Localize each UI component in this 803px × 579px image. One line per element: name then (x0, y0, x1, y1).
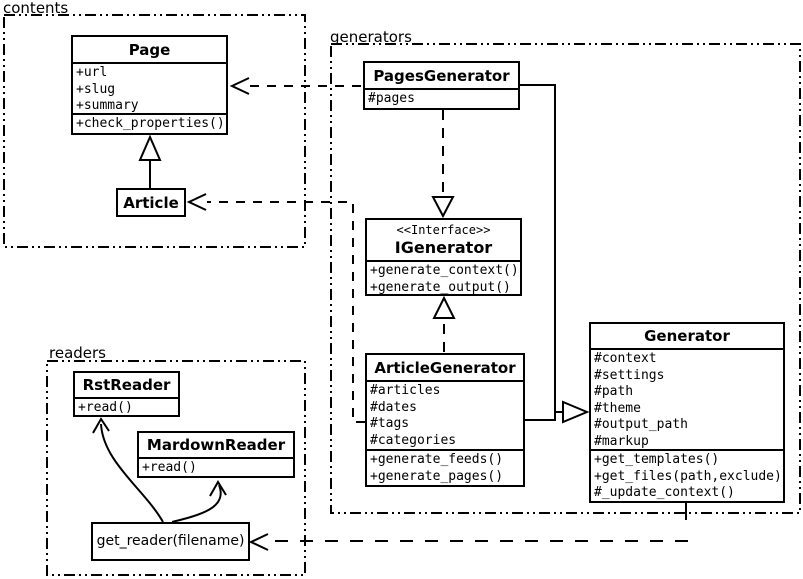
class-pagesgenerator-attributes: #pages (365, 90, 518, 108)
class-pagesgenerator-title: PagesGenerator (365, 63, 518, 90)
attribute: #tags (370, 416, 410, 431)
class-generator-title: Generator (591, 324, 783, 350)
open-arrowhead-icon (248, 533, 269, 551)
method: +generate_pages() (370, 468, 504, 484)
attribute: +summary (76, 98, 139, 113)
attribute: #categories (370, 432, 457, 448)
class-markdownreader-title: MardownReader (139, 433, 293, 459)
realization-triangle-icon (432, 295, 456, 319)
class-igenerator-methods: +generate_context() +generate_output() (367, 262, 520, 294)
class-generator-methods: +get_templates() +get_files(path,exclude… (591, 451, 783, 501)
class-page-title: Page (73, 37, 226, 64)
method: +get_files(path,exclude) (594, 468, 782, 484)
method: #_update_context() (594, 485, 735, 500)
dependency-line-articlegenerator-to-article (207, 201, 365, 423)
attribute: +url (76, 65, 108, 80)
class-rstreader: RstReader +read() (73, 371, 180, 417)
package-label-readers: readers (49, 344, 106, 362)
package-frame-contents (3, 14, 306, 248)
package-label-contents: contents (3, 0, 69, 17)
class-articlegenerator-title: ArticleGenerator (367, 355, 523, 382)
return-curve-getreader-to-rstreader (100, 423, 164, 523)
method: +generate_feeds() (370, 452, 504, 467)
open-arrowhead-icon (92, 417, 110, 434)
attribute: #markup (594, 433, 649, 449)
package-frame-readers (46, 360, 306, 576)
package-label-generators: generators (330, 28, 412, 46)
class-page-attributes: +url +slug +summary (73, 64, 226, 115)
class-rstreader-methods: +read() (75, 399, 178, 415)
class-articlegenerator: ArticleGenerator #articles #dates #tags … (365, 353, 525, 487)
attribute: #theme (594, 400, 641, 416)
method: +generate_context() (370, 263, 519, 278)
method: +generate_output() (370, 279, 511, 295)
method: +check_properties() (76, 116, 225, 131)
class-igenerator: <<Interface>> IGenerator +generate_conte… (365, 218, 522, 296)
attribute: #path (594, 384, 634, 399)
open-arrowhead-icon (209, 480, 227, 497)
method: +read() (78, 400, 133, 415)
attribute: #dates (370, 399, 417, 415)
class-igenerator-title: IGenerator (394, 238, 493, 257)
function-get-reader-label: get_reader(filename) (96, 533, 245, 549)
inheritance-triangle-icon (562, 400, 590, 424)
attribute: #output_path (594, 417, 688, 432)
class-articlegenerator-attributes: #articles #dates #tags #categories (367, 382, 523, 451)
return-curve-getreader-to-markdownreader (171, 484, 222, 523)
class-page: Page +url +slug +summary +check_properti… (71, 35, 228, 135)
attribute: #context (594, 351, 657, 366)
class-igenerator-header: <<Interface>> IGenerator (367, 220, 520, 262)
package-frame-generators (330, 43, 801, 514)
interface-stereotype: <<Interface>> (396, 223, 491, 237)
class-page-methods: +check_properties() (73, 115, 226, 133)
class-markdownreader-methods: +read() (139, 459, 293, 476)
attribute: #pages (368, 91, 415, 106)
attribute: #articles (370, 383, 441, 398)
method: +get_templates() (594, 452, 720, 467)
class-articlegenerator-methods: +generate_feeds() +generate_pages() (367, 451, 523, 485)
open-arrowhead-icon (186, 193, 207, 211)
inheritance-line-articlegenerator-to-generator (525, 412, 556, 421)
class-markdownreader: MardownReader +read() (137, 431, 295, 478)
class-rstreader-title: RstReader (75, 373, 178, 399)
class-pagesgenerator: PagesGenerator #pages (363, 61, 520, 110)
class-generator: Generator #context #settings #path #them… (589, 322, 785, 503)
attribute: +slug (76, 81, 116, 97)
open-arrowhead-icon (229, 77, 250, 95)
function-get-reader: get_reader(filename) (91, 522, 250, 561)
inheritance-line-pagesgenerator-to-generator (520, 84, 563, 413)
attribute: #settings (594, 367, 665, 383)
inheritance-triangle-icon (138, 134, 162, 161)
class-article: Article (116, 188, 186, 217)
class-article-title: Article (123, 193, 179, 212)
realization-triangle-icon (431, 196, 455, 219)
method: +read() (142, 460, 197, 475)
class-generator-attributes: #context #settings #path #theme #output_… (591, 350, 783, 451)
